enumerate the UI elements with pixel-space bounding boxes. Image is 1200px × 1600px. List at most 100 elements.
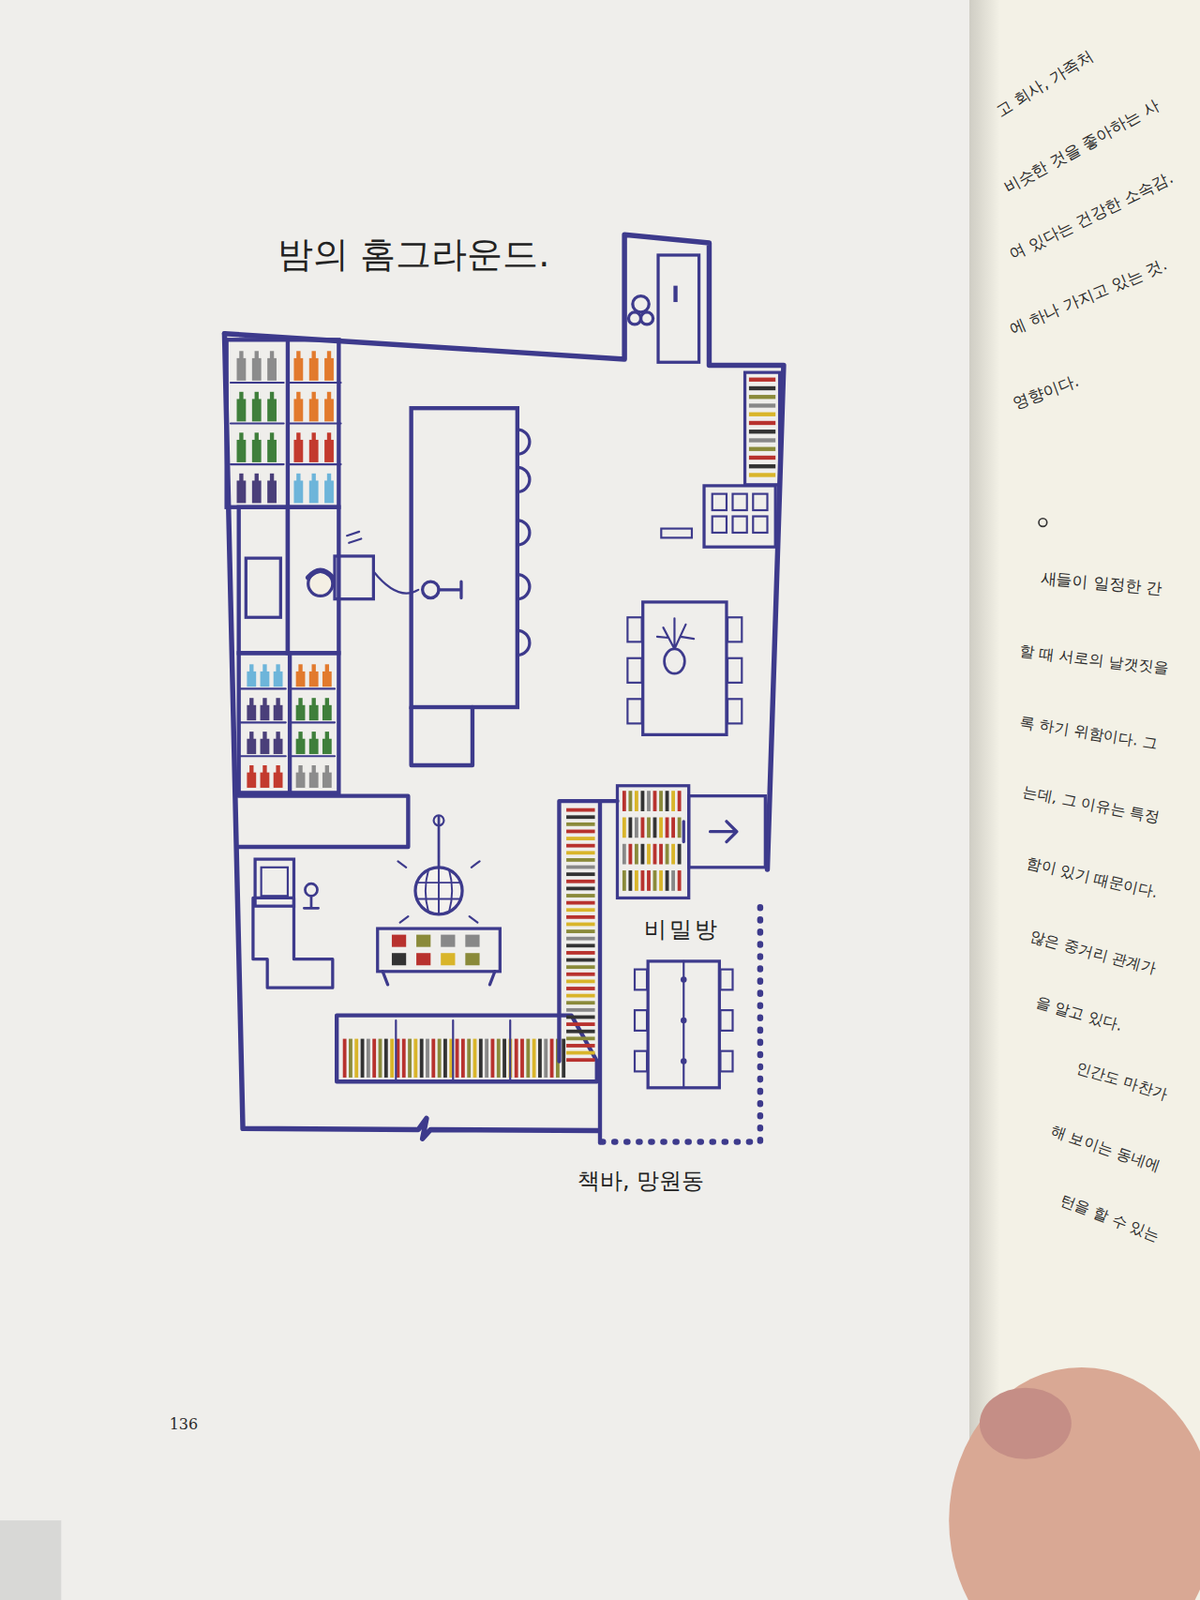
book-spine [566, 950, 595, 955]
appliance-button [732, 516, 747, 533]
book-spine [566, 964, 595, 969]
book-spine [665, 816, 670, 838]
bottle [267, 480, 277, 503]
shelf-board [230, 381, 285, 384]
bottle [249, 765, 254, 774]
bottle [270, 473, 274, 482]
book-shelf [617, 785, 690, 899]
bottle [255, 432, 259, 441]
bottle [270, 350, 274, 360]
book-spine [653, 843, 658, 865]
book-spine [543, 1038, 548, 1078]
bottle [293, 398, 303, 421]
book-spine [749, 437, 776, 442]
book-spine [372, 1038, 376, 1078]
room-name: 비밀방 [644, 915, 720, 944]
book-spine [566, 893, 595, 898]
dotted-wall [601, 903, 761, 1142]
bottle [273, 738, 284, 754]
book-spine [659, 843, 663, 865]
book-spine [461, 1038, 465, 1078]
book-spine [677, 790, 682, 811]
book-spine [749, 455, 776, 460]
book-spine [491, 1038, 495, 1078]
bottle [325, 663, 330, 673]
bar-table [411, 706, 473, 765]
bottle [296, 391, 300, 401]
book-spine [473, 1038, 478, 1078]
book-spine [466, 1038, 471, 1078]
right-page [974, 0, 1200, 1600]
book-spine [566, 1050, 595, 1055]
bottle [327, 473, 331, 482]
bottle [296, 705, 306, 720]
book-spine [561, 1038, 566, 1078]
bottle [312, 663, 316, 673]
book-spine [641, 816, 645, 838]
bottle [275, 663, 280, 673]
coffee-table [377, 928, 501, 972]
arm [373, 570, 419, 593]
book-spine [659, 870, 663, 891]
bottle [312, 473, 316, 482]
book-spine [665, 790, 670, 811]
book-spine [749, 447, 776, 451]
bottle [312, 697, 316, 706]
book-spine [634, 870, 639, 891]
inner-wall [598, 800, 602, 1142]
disco-ball [416, 867, 462, 915]
bottle [298, 731, 302, 740]
bottle [252, 358, 262, 381]
bottle [273, 705, 284, 720]
bottle [327, 432, 331, 441]
book-spine [566, 915, 595, 919]
secret-door [682, 821, 686, 842]
bottle [312, 391, 316, 401]
guest-figure [641, 312, 654, 325]
bottle [293, 358, 303, 381]
glass [422, 581, 439, 598]
bottle [267, 398, 277, 421]
bottle [309, 398, 319, 421]
bottle [309, 671, 319, 687]
shelf-board [240, 720, 286, 723]
book-spine [622, 790, 627, 811]
book-spine [354, 1038, 359, 1078]
chair [634, 969, 647, 990]
book-spine [566, 900, 595, 905]
bottle [296, 772, 306, 788]
bottle [298, 663, 302, 673]
ledge [239, 795, 409, 847]
chair [627, 698, 642, 723]
shelf-board [289, 720, 335, 723]
sparkle [397, 856, 480, 923]
book-spine [749, 429, 776, 434]
bottle [293, 480, 303, 503]
bottle [237, 480, 247, 503]
bar-stool [517, 429, 530, 454]
book-spine [749, 420, 776, 425]
book-spine [366, 1038, 371, 1078]
secret-table [647, 960, 720, 1088]
shelf-board [287, 381, 342, 384]
book-spine [566, 936, 595, 941]
book-spine [641, 843, 645, 865]
bottle [237, 398, 247, 421]
candle [680, 1057, 688, 1065]
chair [727, 616, 742, 642]
bottle [324, 398, 334, 421]
chair [634, 1009, 647, 1031]
bottle [324, 439, 334, 463]
thumb [948, 1366, 1200, 1600]
book-spine [646, 816, 651, 838]
room-region: 비밀방 [603, 904, 759, 1140]
bottle [239, 432, 243, 441]
floor-plan [224, 234, 783, 1142]
table-edge [0, 1519, 61, 1600]
bottle [270, 391, 274, 401]
shelf-board [230, 421, 285, 424]
book-spine [566, 857, 595, 862]
armchair [261, 867, 288, 896]
bottle-shelf [239, 652, 340, 793]
